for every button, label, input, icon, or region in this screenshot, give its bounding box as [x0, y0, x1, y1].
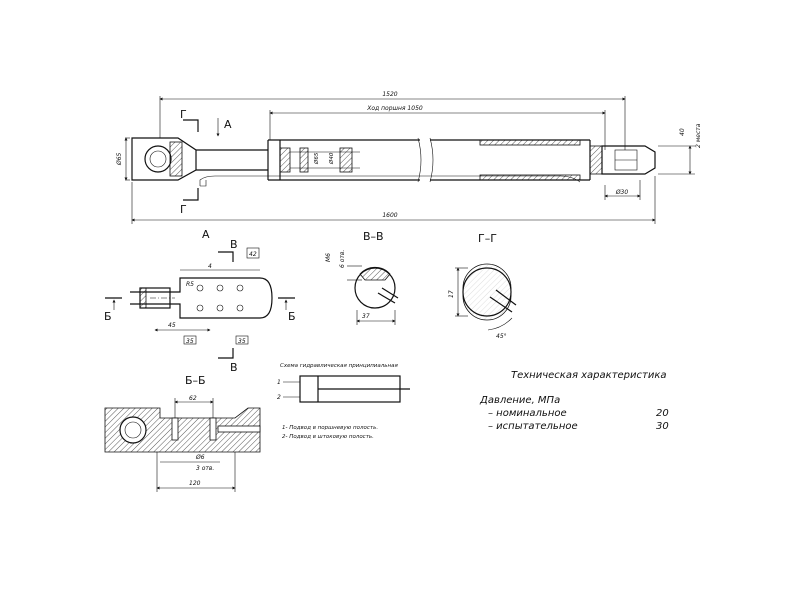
- section-mark-g-top: Г: [180, 108, 187, 121]
- view-a-dim-4: 4: [208, 263, 212, 270]
- section-mark-g-bottom: Г: [180, 203, 187, 216]
- hydraulic-title: Схема гидравлическая принципиальная: [280, 363, 398, 369]
- main-view: 1520 Ход поршня 1050 Ø65 Ø40: [116, 91, 702, 224]
- specs-test-value: 30: [656, 421, 669, 432]
- hydraulic-port-2: 2: [277, 394, 281, 401]
- section-gg: Г–Г 17 45°: [448, 232, 517, 340]
- section-vv-dim-37: 37: [362, 313, 370, 320]
- section-vv-title: В–В: [363, 230, 384, 243]
- section-bb-dim-120: 120: [189, 480, 201, 487]
- right-clevis: [601, 145, 656, 175]
- dim-1520: 1520: [382, 91, 397, 98]
- view-a-holes: [196, 284, 244, 312]
- section-gg-dim-45deg: 45°: [496, 333, 507, 340]
- specs-pressure-label: Давление, МПа: [479, 395, 560, 406]
- tech-specs: Техническая характеристика Давление, МПа…: [479, 370, 669, 432]
- diam-30: Ø30: [615, 189, 629, 196]
- specs-nominal-label: – номинальное: [488, 408, 567, 419]
- hydraulic-scheme: Схема гидравлическая принципиальная 1 2 …: [277, 363, 410, 440]
- dim-1600: 1600: [382, 212, 397, 219]
- dim-stroke: Ход поршня 1050: [366, 105, 423, 112]
- view-mark-a: А: [224, 118, 232, 131]
- section-bb-dim-62: 62: [189, 395, 197, 402]
- section-gg-dim-17: 17: [448, 290, 455, 298]
- diam-65-left: Ø65: [116, 152, 123, 166]
- dim-2-places: 2 места: [695, 123, 702, 148]
- dim-40: 40: [679, 128, 686, 136]
- view-a-dim-35b: 35: [238, 338, 246, 345]
- specs-title: Техническая характеристика: [511, 370, 667, 381]
- section-gg-title: Г–Г: [478, 232, 497, 245]
- view-a-section-b-left: Б: [104, 310, 112, 323]
- hydraulic-port-1: 1: [277, 379, 281, 386]
- view-a-title: А: [202, 228, 210, 241]
- specs-nominal-value: 20: [656, 408, 669, 419]
- hydraulic-note-1: 1- Подвод в поршневую полость.: [282, 425, 378, 431]
- specs-test-label: – испытательное: [488, 421, 578, 432]
- view-a-dim-35a: 35: [186, 338, 194, 345]
- left-eye-head: [131, 137, 197, 181]
- view-a-section-v-top: В: [230, 238, 238, 251]
- diam-piston-label: Ø65: [313, 152, 320, 165]
- view-a-dim-42: 42: [249, 251, 257, 258]
- hydraulic-note-2: 2- Подвод в штоковую полость.: [282, 434, 374, 440]
- diam-rod-label: Ø40: [328, 152, 335, 165]
- section-bb-diam-6: Ø6: [195, 454, 205, 461]
- section-vv-thread: М6: [325, 253, 332, 262]
- section-vv-holes: 6 отв.: [339, 250, 346, 268]
- view-a-dim-r5: R5: [186, 281, 194, 288]
- view-a: А В В 4 R5 45 35 35 42 Б Б: [104, 228, 296, 374]
- left-eye-bore: [144, 145, 172, 173]
- section-bb-holes: 3 отв.: [196, 465, 214, 472]
- view-a-section-v-bottom: В: [230, 361, 238, 374]
- view-a-section-b-right: Б: [288, 310, 296, 323]
- section-bb: Б–Б 62 Ø6 3 отв. 120: [104, 374, 261, 492]
- section-vv: В–В М6 6 отв. 37: [325, 230, 399, 325]
- view-a-dim-45: 45: [168, 322, 176, 329]
- section-bb-title: Б–Б: [185, 374, 206, 387]
